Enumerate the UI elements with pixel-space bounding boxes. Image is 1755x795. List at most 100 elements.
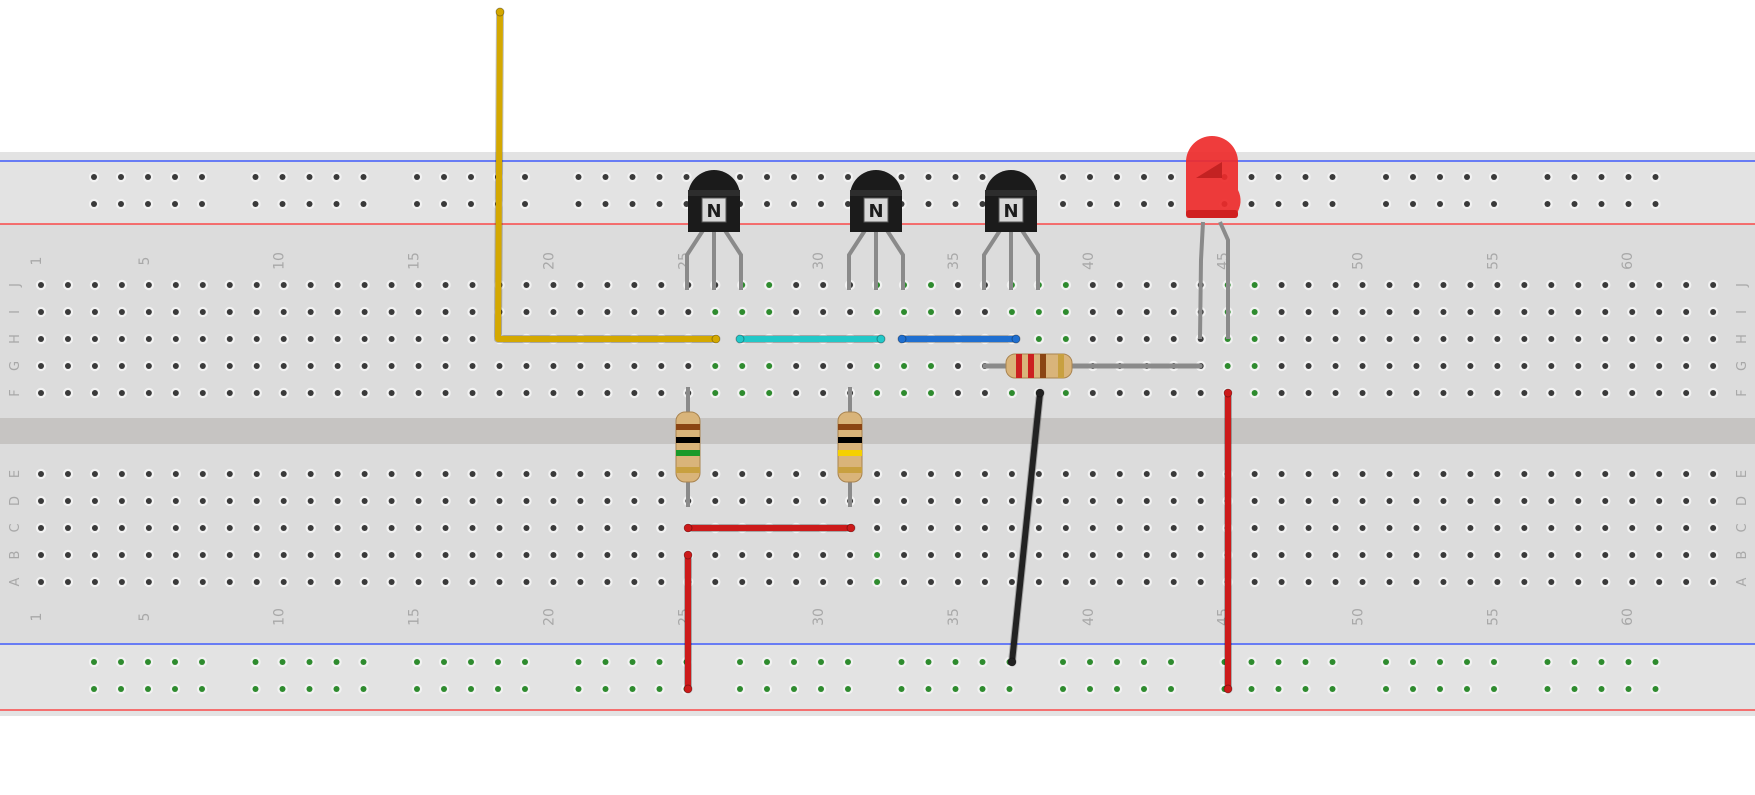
hole-F5 [145,390,152,396]
hole-A4 [118,579,125,585]
hole-G21 [577,363,584,369]
hole-E13 [361,471,368,477]
hole-E49 [1332,471,1339,477]
hole-B27 [739,552,746,558]
hole-H50 [1359,336,1366,342]
hole-A34 [928,579,935,585]
hole-H12 [334,336,341,342]
hole-A61 [1656,579,1663,585]
hole-H49 [1332,336,1339,342]
wire-yellow-end [711,334,721,344]
hole-B41 [1116,552,1123,558]
transistor-q3: N [982,170,1040,290]
hole-G34 [928,363,935,369]
hole-A48 [1305,579,1312,585]
rail-top-hole-0-30 [1060,174,1066,180]
hole-J50 [1359,282,1366,288]
hole-I11 [307,309,314,315]
rail-bottom-hole-0-22 [791,659,797,665]
rail-bottom-hole-1-31 [1087,686,1093,692]
resistor-r3-body [1005,353,1073,379]
rail-bottom-hole-1-42 [1437,686,1443,692]
hole-C59 [1602,525,1609,531]
rail-bottom-hole-1-44 [1491,686,1497,692]
hole-F10 [280,390,287,396]
rail-bottom-hole-1-39 [1329,686,1336,692]
hole-C54 [1467,525,1474,531]
hole-J15 [415,282,422,288]
hole-C24 [658,525,665,531]
hole-D18 [496,498,503,504]
hole-H51 [1386,336,1393,342]
rail-bottom-hole-0-28 [979,659,986,665]
hole-D54 [1467,498,1474,504]
hole-J43 [1170,282,1177,288]
hole-A31 [847,579,854,585]
hole-I3 [91,309,98,315]
rail-top-hole-1-4 [199,201,205,207]
resistor-r2-band [838,424,862,430]
hole-H11 [307,336,314,342]
hole-B2 [64,552,71,558]
hole-I6 [172,309,179,315]
rail-bottom-hole-1-43 [1464,686,1470,692]
rail-bottom-hole-0-45 [1544,659,1551,665]
rail-top-hole-0-33 [1141,174,1147,180]
hole-I21 [577,309,584,315]
hole-J2 [64,282,71,288]
hole-A42 [1143,579,1150,585]
rail-top-hole-1-15 [575,201,582,207]
rail-top-hole-1-24 [845,201,851,207]
transistor-q1-leg [721,226,743,290]
hole-B8 [226,552,233,558]
hole-I47 [1278,309,1285,315]
rail-top-hole-1-40 [1383,201,1389,207]
rail-top-hole-1-3 [172,201,178,207]
hole-D35 [954,498,961,504]
hole-A27 [739,579,746,585]
row-label: G [8,361,23,371]
hole-I53 [1440,309,1447,315]
rail-bottom-hole-0-31 [1087,659,1093,665]
hole-I7 [199,309,206,315]
hole-B13 [361,552,368,558]
hole-C9 [253,525,260,531]
hole-C10 [280,525,287,531]
led-red-leg-anode [1218,221,1230,339]
resistor-r2-band [838,450,862,456]
hole-E33 [901,471,908,477]
rail-top-hole-1-9 [360,201,367,207]
hole-F30 [820,390,827,396]
rail-top-hole-0-11 [441,174,447,180]
hole-H46 [1251,336,1258,342]
column-label: 25 [676,252,692,270]
hole-J17 [469,282,476,288]
hole-C5 [145,525,152,531]
hole-E30 [820,471,827,477]
hole-G62 [1683,363,1690,369]
column-label: 10 [272,608,288,626]
rail-bottom-hole-1-49 [1652,686,1659,692]
rail-top-hole-0-31 [1087,174,1093,180]
hole-H1 [38,336,44,342]
hole-D41 [1116,498,1123,504]
hole-C36 [981,525,988,531]
rail-bottom-hole-0-4 [199,659,205,665]
hole-J63 [1710,282,1717,288]
hole-G1 [38,363,44,369]
hole-J35 [954,282,961,288]
rail-top-hole-1-21 [764,201,770,207]
hole-D13 [361,498,368,504]
rail-top-hole-1-27 [952,201,959,207]
rail-top-hole-1-22 [791,201,797,207]
hole-B36 [981,552,988,558]
rail-bottom-hole-1-6 [279,686,286,692]
rail-bottom-hole-1-41 [1410,686,1416,692]
hole-I22 [604,309,611,315]
rail-top-hole-1-31 [1087,201,1093,207]
rail-bottom-hole-0-21 [764,659,770,665]
hole-H8 [226,336,233,342]
hole-J46 [1251,282,1258,288]
hole-J58 [1575,282,1582,288]
hole-F61 [1656,390,1663,396]
